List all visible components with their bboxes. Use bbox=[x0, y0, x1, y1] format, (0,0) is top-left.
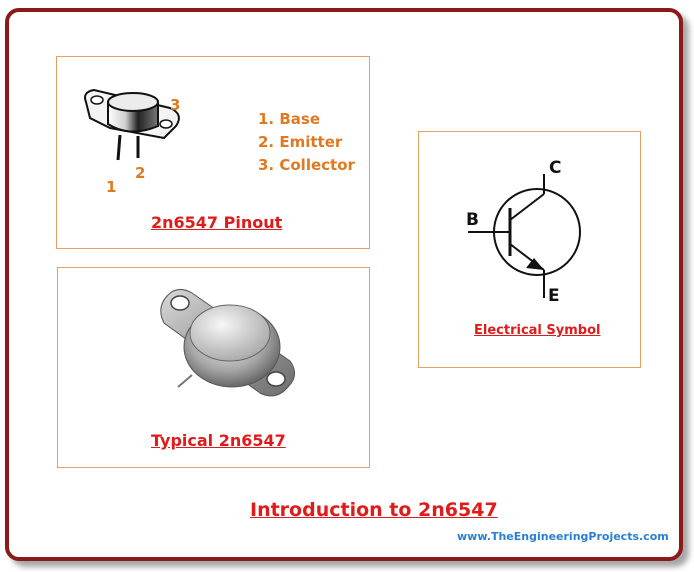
symbol-panel bbox=[418, 131, 641, 368]
typical-caption: Typical 2n6547 bbox=[151, 431, 286, 450]
pinout-caption: 2n6547 Pinout bbox=[151, 213, 283, 232]
pinout-panel bbox=[56, 56, 370, 249]
npn-transistor-symbol bbox=[468, 174, 581, 298]
pin-legend-base: 1. Base bbox=[258, 110, 321, 128]
base-label: B bbox=[466, 210, 479, 230]
main-title: Introduction to 2n6547 bbox=[250, 499, 498, 521]
symbol-caption: Electrical Symbol bbox=[474, 323, 601, 338]
pin-legend-collector: 3. Collector bbox=[258, 156, 355, 174]
collector-label: C bbox=[549, 158, 562, 178]
pin-legend-emitter: 2. Emitter bbox=[258, 133, 343, 151]
to3-photo-drawing bbox=[160, 289, 295, 397]
pin-1-label: 1 bbox=[106, 178, 117, 196]
credit-url: www.TheEngineeringProjects.com bbox=[457, 530, 669, 543]
emitter-label: E bbox=[548, 286, 560, 306]
to3-pinout-drawing bbox=[84, 88, 180, 161]
pin-2-label: 2 bbox=[135, 164, 146, 182]
pin-3-label: 3 bbox=[170, 96, 181, 114]
